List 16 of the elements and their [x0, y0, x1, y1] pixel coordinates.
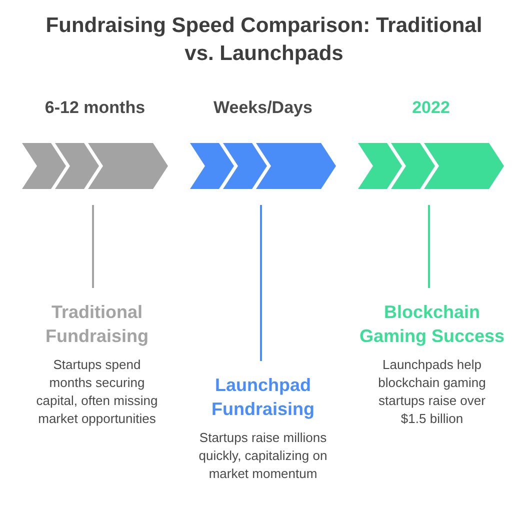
- section-heading: Launchpad Fundraising: [210, 374, 316, 421]
- connector-line: [92, 205, 94, 288]
- title: Fundraising Speed Comparison: Traditional vs. Launchpads: [44, 13, 484, 67]
- connector-line: [260, 205, 262, 361]
- timeframe-label: Weeks/Days: [212, 97, 314, 119]
- description-text: Launchpads help blockchain gaming startups raise over $1.5 billion: [377, 356, 487, 428]
- chevron-arrow: [22, 143, 168, 189]
- section-heading: Blockchain Gaming Success: [358, 301, 506, 348]
- section-heading: Traditional Fundraising: [44, 301, 150, 348]
- connector-line: [428, 205, 430, 288]
- timeframe-label: 6-12 months: [44, 97, 146, 119]
- chevron-arrow: [190, 143, 336, 189]
- chevron-arrow: [358, 143, 504, 189]
- timeframe-label: 2022: [411, 97, 451, 119]
- description-text: Startups spend months securing capital, often missing market opportunities: [35, 356, 159, 428]
- description-text: Startups raise millions quickly, capitalizing on market momentum: [198, 429, 328, 483]
